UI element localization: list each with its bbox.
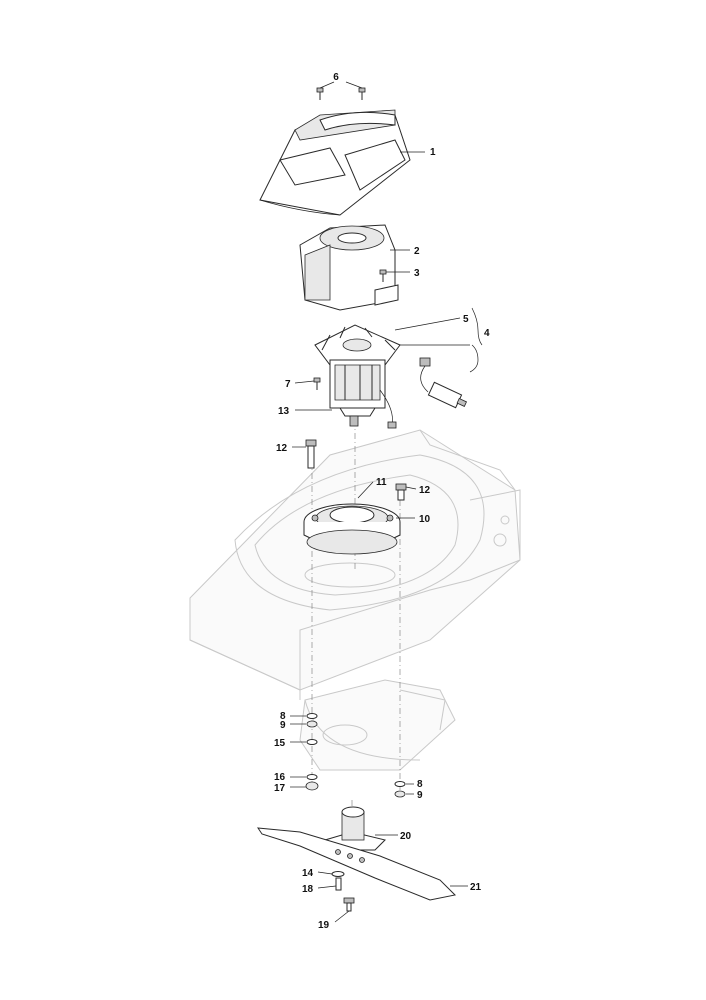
callout-2: 2 (414, 246, 420, 257)
callout-18: 18 (302, 884, 314, 895)
screws-6 (316, 87, 366, 100)
callout-14: 14 (302, 868, 314, 879)
callout-5: 5 (463, 314, 469, 325)
callout-9-left: 9 (280, 720, 286, 731)
leader-lines (290, 81, 483, 923)
callout-13: 13 (278, 406, 290, 417)
callout-4: 4 (484, 328, 490, 339)
washers-right (394, 781, 406, 798)
callout-19: 19 (318, 920, 330, 931)
screw-7 (313, 377, 321, 390)
callout-3: 3 (414, 268, 420, 279)
callout-8-left: 8 (280, 711, 286, 722)
callout-20: 20 (400, 831, 412, 842)
blade-bolt-stack (331, 871, 355, 912)
callout-10: 10 (419, 514, 431, 525)
hood-cover (259, 109, 411, 216)
cutting-blade (257, 827, 457, 901)
motor-mount-ring (303, 503, 401, 555)
capacitor-assembly (419, 357, 468, 409)
callout-9-right: 9 (417, 790, 423, 801)
callout-1: 1 (430, 147, 436, 158)
callout-6: 6 (333, 72, 339, 83)
motor-housing (299, 224, 399, 311)
callout-12-right: 12 (419, 485, 431, 496)
callout-labels: 6 1 2 3 5 4 7 13 12 11 12 10 8 9 15 16 1… (274, 72, 490, 931)
motor-assembly (314, 324, 401, 429)
callout-11: 11 (376, 477, 387, 488)
bolt-12-right (395, 483, 407, 501)
callout-12-left: 12 (276, 443, 288, 454)
callout-17: 17 (274, 783, 286, 794)
callout-21: 21 (470, 882, 482, 893)
washers-left (305, 713, 319, 791)
callout-7: 7 (285, 379, 291, 390)
callout-8-right: 8 (417, 779, 423, 790)
callout-16: 16 (274, 772, 286, 783)
callout-15: 15 (274, 738, 286, 749)
bolt-12-left (305, 439, 317, 469)
